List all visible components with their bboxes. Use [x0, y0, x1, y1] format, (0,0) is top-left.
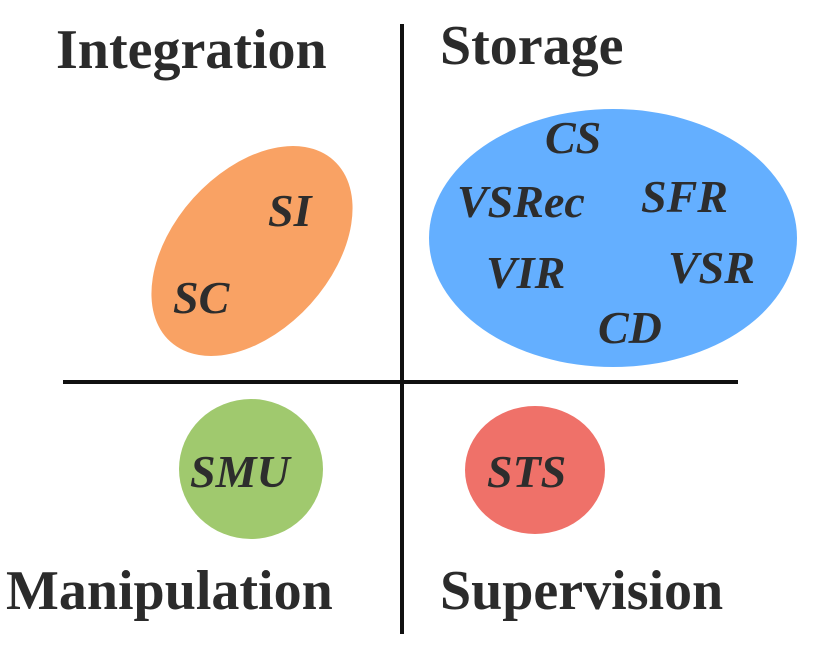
quadrant-label-manipulation: Manipulation — [6, 560, 333, 622]
storage-item-vsr: VSR — [668, 242, 755, 293]
integration-cluster — [151, 146, 353, 356]
integration-item-si: SI — [268, 185, 314, 236]
storage-item-vir: VIR — [486, 247, 565, 298]
storage-cluster — [429, 109, 797, 367]
quadrant-label-integration: Integration — [56, 19, 327, 81]
quadrant-label-supervision: Supervision — [440, 560, 724, 622]
integration-item-sc: SC — [173, 272, 231, 323]
quadrant-label-storage: Storage — [440, 15, 624, 77]
supervision-cluster — [465, 406, 605, 534]
manipulation-item-smu: SMU — [190, 446, 292, 497]
storage-item-cs: CS — [545, 112, 601, 163]
storage-item-cd: CD — [598, 302, 662, 353]
manipulation-cluster — [179, 399, 323, 539]
supervision-item-sts: STS — [487, 446, 566, 497]
storage-item-sfr: SFR — [641, 171, 728, 222]
storage-item-vsrec: VSRec — [457, 176, 585, 227]
